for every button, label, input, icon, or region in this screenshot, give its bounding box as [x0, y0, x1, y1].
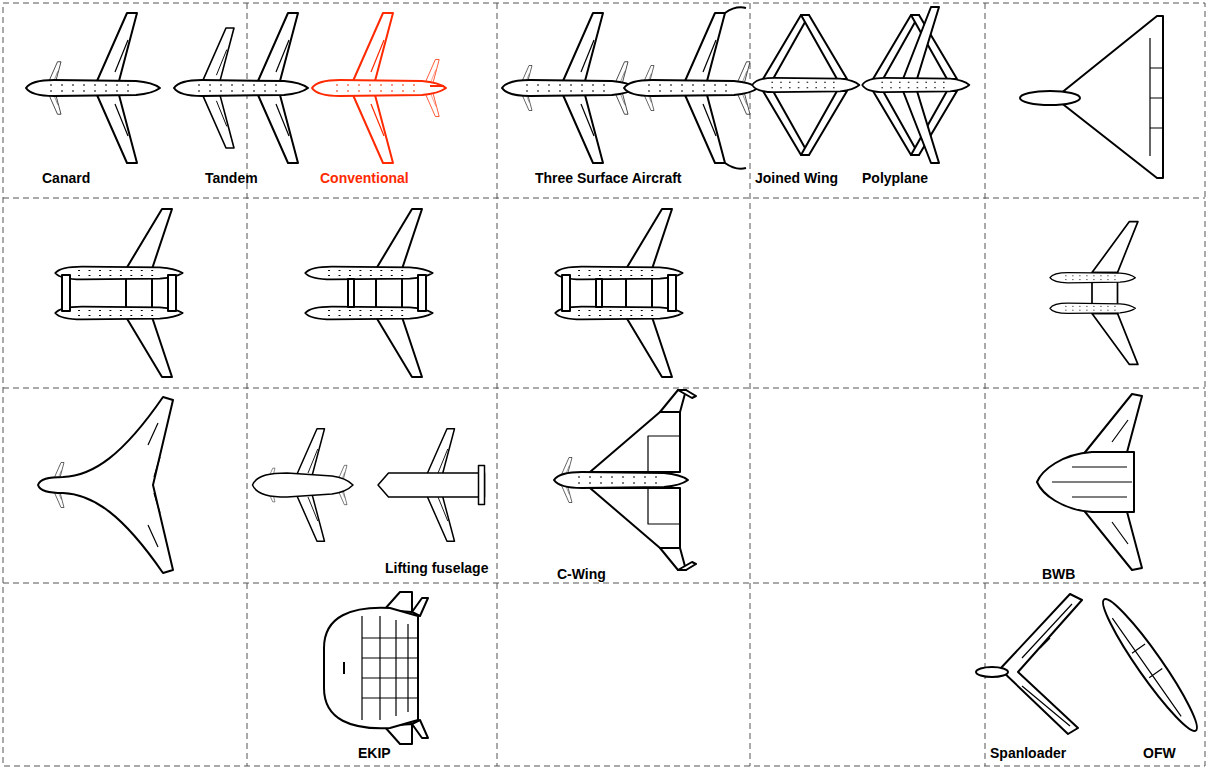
configuration-label: OFW — [1143, 745, 1176, 761]
polyplane-aircraft — [862, 7, 969, 163]
configuration-label: EKIP — [358, 745, 391, 761]
configuration-label: Spanloader — [990, 745, 1066, 761]
configuration-label: Three Surface Aircraft — [535, 170, 682, 186]
ekip-aircraft — [324, 592, 428, 744]
grid-lines — [3, 3, 1205, 766]
configuration-label: Joined Wing — [755, 170, 838, 186]
joined-wing-aircraft — [752, 15, 859, 155]
twin-fuselage-three-surface-aircraft — [555, 209, 682, 377]
twin-fuselage-aircraft — [305, 209, 432, 377]
configuration-label: Polyplane — [862, 170, 928, 186]
blended-wing-canard-aircraft — [38, 397, 173, 573]
c-wing-aircraft — [554, 390, 696, 570]
three-surface-winglet-aircraft — [624, 7, 758, 169]
blended-wing-body-aircraft — [1037, 394, 1142, 570]
configuration-label: Tandem — [205, 170, 258, 186]
configuration-label: C-Wing — [557, 566, 606, 582]
three-surface-aircraft — [502, 13, 636, 163]
conventional-aircraft — [312, 13, 446, 163]
canard-aircraft — [26, 13, 160, 163]
oblique-flying-wing — [1094, 593, 1205, 738]
tandem-aircraft — [174, 13, 308, 163]
flying-wing-aircraft — [1020, 16, 1163, 178]
configuration-label: Conventional — [320, 170, 409, 186]
configuration-label: Canard — [42, 170, 90, 186]
twin-fuselage-canard-aircraft — [55, 209, 182, 377]
configuration-label: BWB — [1042, 566, 1075, 582]
spanloader-aircraft — [976, 594, 1082, 734]
twin-boom-aircraft — [1050, 222, 1138, 365]
reference-aircraft — [253, 429, 354, 542]
configuration-label: Lifting fuselage — [385, 560, 488, 576]
lifting-fuselage-aircraft — [378, 429, 485, 542]
